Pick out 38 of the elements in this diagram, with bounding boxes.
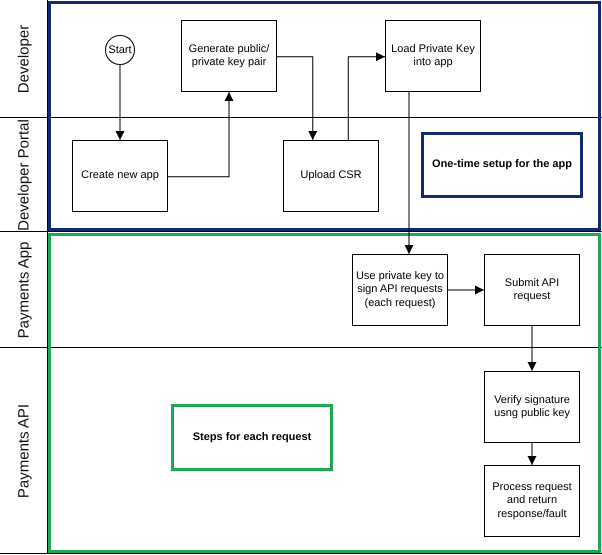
- process-box: [283, 140, 379, 212]
- note-text: One-time setup for the app: [432, 158, 572, 172]
- arrow: [448, 286, 484, 294]
- arrow: [348, 52, 386, 140]
- swimlane: [0, 118, 602, 232]
- node-label: Submit API request: [504, 276, 560, 304]
- arrow: [116, 64, 124, 140]
- node-label: Load Private Key into app: [390, 42, 476, 70]
- node-label: Process request and return response/fault: [491, 481, 573, 521]
- note-text: Steps for each request: [192, 430, 312, 444]
- process-box: [181, 20, 277, 92]
- swimlane: [0, 0, 602, 118]
- arrow: [404, 92, 414, 254]
- start-circle: [105, 35, 135, 65]
- node-label: Start: [108, 44, 132, 56]
- lane-label: Developer: [16, 24, 32, 94]
- node-label: Create new app: [81, 169, 159, 183]
- process-box: [385, 20, 481, 92]
- arrow: [528, 326, 536, 372]
- process-box: [484, 254, 580, 326]
- swimlane: [0, 348, 602, 554]
- node-label: Use private key to sign API requests (each request): [355, 270, 445, 310]
- arrow: [528, 442, 536, 466]
- lane-label: Developer Portal: [16, 119, 32, 231]
- arrow: [168, 92, 234, 178]
- node-label: Upload CSR: [300, 169, 362, 183]
- process-box: [352, 254, 448, 326]
- note-box: [171, 404, 333, 471]
- arrow: [276, 56, 318, 140]
- node-label: Verify signature usng public key: [493, 394, 571, 420]
- process-box: [72, 140, 168, 212]
- lane-label: Payments App: [16, 242, 32, 338]
- swimlane: [0, 232, 602, 348]
- process-box: [484, 465, 580, 537]
- process-box: [484, 371, 580, 443]
- lane-label: Payments API: [16, 404, 32, 498]
- note-box: [421, 132, 583, 198]
- node-label: Generate public/ private key pair: [188, 42, 270, 70]
